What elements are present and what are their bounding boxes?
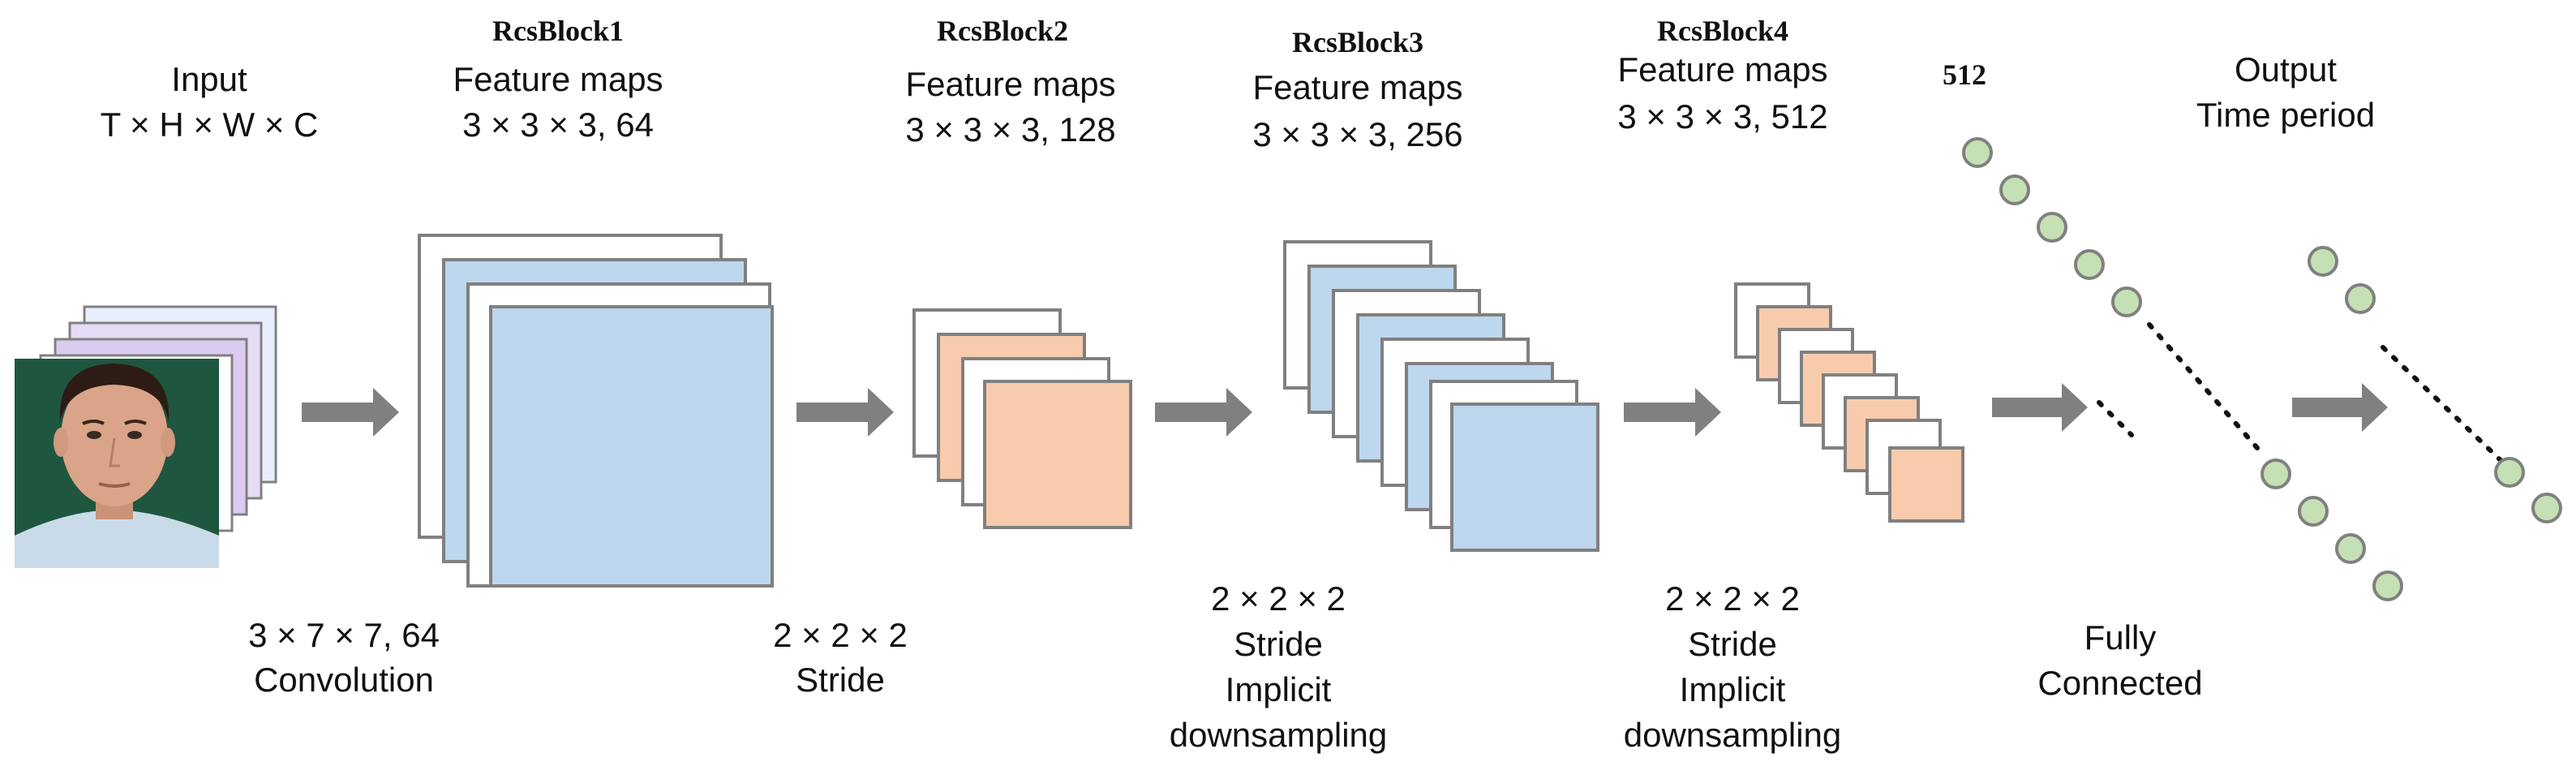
neuron-node (2372, 570, 2403, 601)
arrow-icon (1155, 388, 1252, 437)
neuron-node (2111, 286, 2142, 317)
neuron-node (1962, 137, 1993, 168)
block2-stride-label: Stride (1234, 625, 1323, 663)
output-title: Output (2235, 50, 2337, 88)
block2-stride-dims: 2 × 2 × 2 (1211, 579, 1346, 618)
input-title: Input (171, 60, 247, 98)
fc-nodes (1962, 137, 2403, 601)
block4-name: RcsBlock4 (1657, 15, 1788, 47)
arrow-icon (1624, 388, 1721, 437)
block2-maps-params: 3 × 3 × 3, 128 (905, 110, 1115, 149)
neuron-node (2308, 246, 2338, 277)
neuron-node (2260, 459, 2291, 489)
block1-stride-label: Stride (796, 661, 885, 699)
block4-feature-maps (1734, 282, 1964, 523)
block3-feature-maps (1283, 240, 1599, 552)
block1-name: RcsBlock1 (492, 15, 624, 47)
block1-maps-label: Feature maps (453, 60, 663, 98)
block3-implicit-label: Implicit (1680, 670, 1786, 708)
neuron-node (2335, 533, 2366, 564)
ellipsis-dots (2147, 322, 2265, 457)
neuron-node (2298, 496, 2329, 527)
neuron-node (2531, 493, 2562, 523)
feature-map (1888, 446, 1964, 523)
block3-stride-dims: 2 × 2 × 2 (1665, 579, 1800, 618)
output-subtitle: Time period (2196, 96, 2375, 134)
neuron-node (2074, 249, 2105, 280)
neuron-node (2494, 457, 2525, 488)
block3-name: RcsBlock3 (1292, 26, 1423, 58)
block2-feature-maps (912, 308, 1132, 529)
fc-units: 512 (1943, 58, 1986, 91)
block3-downsampling-label: downsampling (1624, 716, 1842, 754)
neuron-node (2037, 212, 2067, 243)
conv-params: 3 × 7 × 7, 64 (248, 616, 440, 654)
conv-label: Convolution (254, 661, 434, 699)
block1-feature-maps (418, 234, 774, 588)
fc-label-line2: Connected (2037, 664, 2202, 702)
arrow-icon (2292, 383, 2388, 432)
arrow-icon (796, 388, 894, 437)
feature-map (489, 305, 774, 588)
block2-downsampling-label: downsampling (1170, 716, 1388, 754)
neuron-node (2345, 283, 2376, 314)
ellipsis-dots (2381, 345, 2505, 465)
block4-maps-params: 3 × 3 × 3, 512 (1617, 97, 1827, 136)
block3-maps-params: 3 × 3 × 3, 256 (1252, 115, 1462, 153)
feature-map (1450, 403, 1599, 552)
input-dims: T × H × W × C (101, 105, 319, 144)
block1-stride-dims: 2 × 2 × 2 (773, 616, 908, 654)
block2-name: RcsBlock2 (937, 15, 1068, 47)
fc-label-line1: Fully (2084, 618, 2157, 657)
block4-maps-label: Feature maps (1617, 50, 1827, 88)
block1-maps-params: 3 × 3 × 3, 64 (462, 105, 654, 144)
arrow-icon (302, 388, 399, 437)
feature-map (983, 380, 1132, 529)
arrow-icon (1992, 383, 2088, 432)
face-photo-icon (15, 359, 219, 568)
output-nodes (2308, 246, 2562, 523)
block3-maps-label: Feature maps (1252, 68, 1462, 106)
block3-stride-label: Stride (1688, 625, 1777, 663)
block2-implicit-label: Implicit (1226, 670, 1332, 708)
neuron-node (1999, 174, 2030, 205)
block2-maps-label: Feature maps (905, 65, 1115, 103)
ellipsis-dots (2097, 400, 2134, 437)
